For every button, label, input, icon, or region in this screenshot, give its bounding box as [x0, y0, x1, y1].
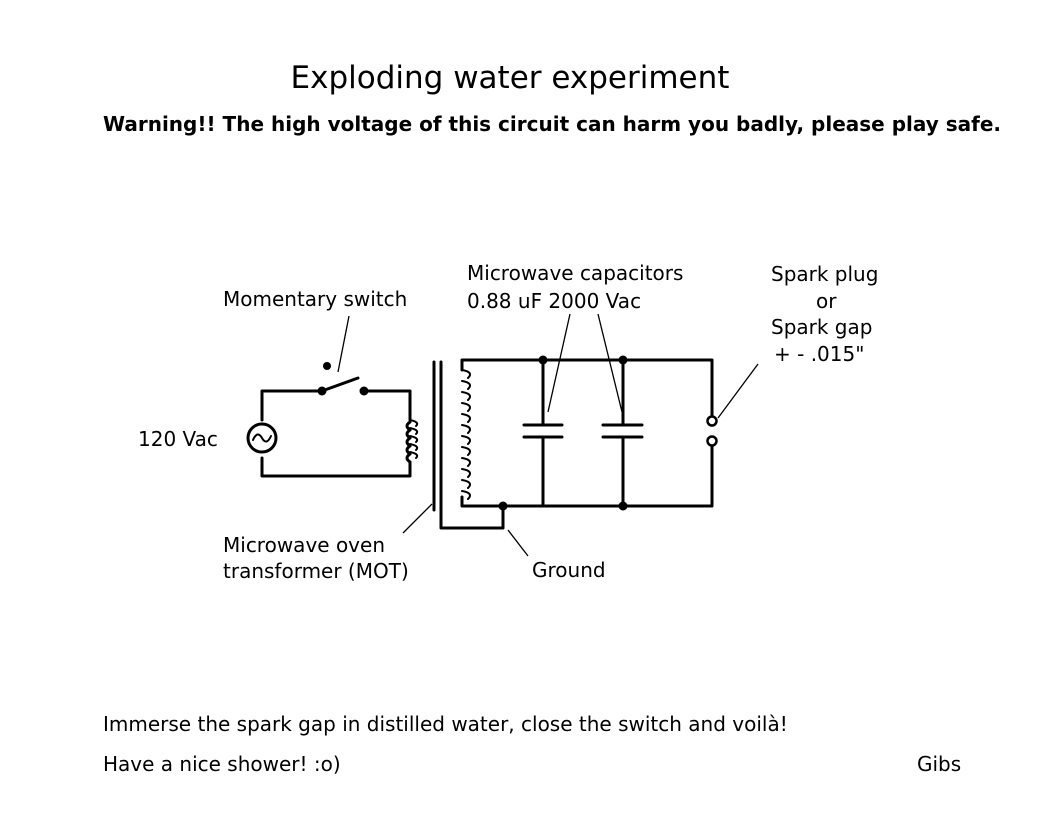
- spark-label-gap: Spark gap: [771, 315, 872, 339]
- author-signature: Gibs: [917, 752, 962, 776]
- ground-wire: [439, 504, 505, 530]
- spark-label-plug: Spark plug: [771, 262, 878, 286]
- switch-contact-left: [317, 386, 327, 396]
- primary-coil: [405, 420, 412, 464]
- capacitors-label: Microwave capacitors: [467, 261, 683, 285]
- capacitors-value: 0.88 uF 2000 Vac: [467, 289, 641, 313]
- junction-ground: [498, 501, 508, 511]
- junction-cap2-bottom: [618, 501, 628, 511]
- transformer-label-line1: Microwave oven: [223, 533, 385, 557]
- page-title: Exploding water experiment: [290, 60, 730, 96]
- primary-wire-right: [362, 389, 412, 422]
- leader-capacitor-2: [597, 313, 623, 413]
- instruction-text: Immerse the spark gap in distilled water…: [103, 712, 788, 736]
- spark-gap-terminal-bottom: [706, 435, 718, 447]
- switch-label: Momentary switch: [223, 287, 407, 311]
- spark-label-or: or: [816, 289, 837, 313]
- leader-spark: [717, 363, 759, 419]
- spark-label-distance: + - .015": [774, 342, 864, 366]
- transformer-label-line2: transformer (MOT): [223, 559, 409, 583]
- source-label: 120 Vac: [138, 427, 218, 451]
- switch-contact-right: [359, 386, 369, 396]
- warning-text: Warning!! The high voltage of this circu…: [103, 112, 1002, 136]
- primary-coil-loops: [409, 419, 419, 459]
- closing-text: Have a nice shower! :o): [103, 752, 341, 776]
- switch-lever: [320, 376, 360, 393]
- leader-ground: [507, 529, 529, 557]
- leader-switch: [337, 315, 350, 373]
- leader-transformer: [402, 503, 433, 534]
- leader-capacitor-1: [547, 313, 571, 413]
- primary-wire-bottom: [260, 456, 412, 478]
- switch-pivot: [323, 362, 331, 370]
- ac-source-wave: [252, 433, 272, 443]
- secondary-top-wire: [460, 358, 714, 418]
- secondary-coil-loops: [461, 369, 471, 500]
- junction-cap1-top: [538, 355, 548, 365]
- junction-cap2-top: [618, 355, 628, 365]
- primary-wire-top: [260, 389, 324, 422]
- spark-gap-terminal-top: [706, 415, 718, 427]
- secondary-bottom-wire: [460, 444, 714, 508]
- ground-label: Ground: [532, 558, 606, 582]
- ac-source-symbol: [246, 422, 278, 454]
